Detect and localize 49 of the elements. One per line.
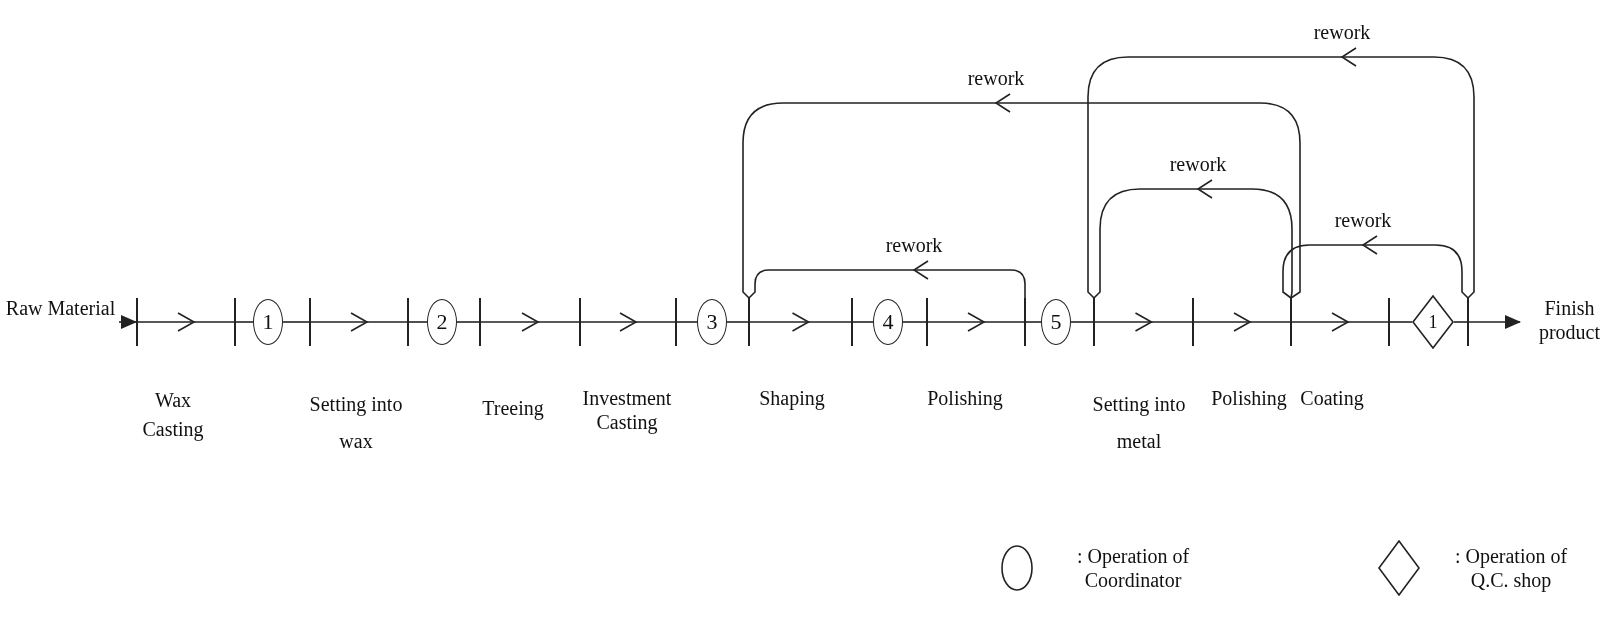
flow-line [1453,321,1468,323]
step-label: Shaping [758,386,826,410]
tick-mark [675,298,677,346]
tick-mark [851,298,853,346]
legend-text: : Operation of Q.C. shop [1453,544,1569,592]
tick-mark [1192,298,1194,346]
flow-line [456,321,480,323]
tick-mark [407,298,409,346]
flow-line [1025,321,1042,323]
operation-circle: 5 [1041,299,1071,345]
tick-mark [1290,298,1292,346]
tick-mark [926,298,928,346]
endpoint-label: Finish product [1520,296,1619,348]
step-label: Investment Casting [581,386,673,434]
flow-line [1389,321,1413,323]
operation-circle: 2 [427,299,457,345]
step-label: Wax Casting [141,388,205,443]
flow-line [282,321,310,323]
operation-circle: 3 [697,299,727,345]
flow-line [676,321,698,323]
tick-mark [748,298,750,346]
flow-line [235,321,254,323]
flow-line [1070,321,1094,323]
flow-line [408,321,428,323]
flow-line [726,321,749,323]
legend-text: : Operation of Coordinator [1075,544,1191,592]
tick-mark [579,298,581,346]
tick-mark [1024,298,1026,346]
tick-mark [1467,298,1469,346]
tick-mark [234,298,236,346]
step-label: Setting into metal [1091,392,1187,454]
inspection-diamond: 1 [1412,295,1454,349]
step-label: Setting into wax [308,392,404,454]
step-label: Polishing [926,386,1004,410]
flow-arrow [1468,315,1521,329]
flow-line [902,321,927,323]
operation-circle: 4 [873,299,903,345]
endpoint-label: Raw Material [2,296,119,348]
operation-circle: 1 [253,299,283,345]
tick-mark [136,298,138,346]
tick-mark [309,298,311,346]
step-label: Treeing [481,396,545,420]
tick-mark [1388,298,1390,346]
flow-line [852,321,874,323]
flow-arrow [118,315,137,329]
step-label: Coating [1299,386,1365,410]
tick-mark [1093,298,1095,346]
step-label: Polishing [1210,386,1288,410]
tick-mark [479,298,481,346]
